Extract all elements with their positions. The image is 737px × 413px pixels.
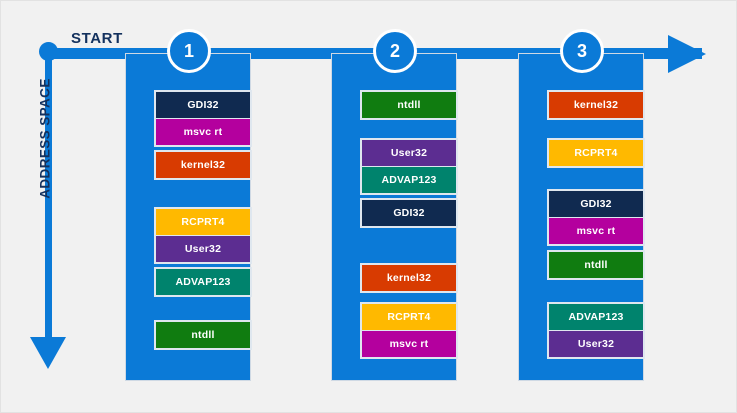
module-group: GDI32: [360, 198, 458, 228]
module-group: ntdll: [360, 90, 458, 120]
start-label: START: [71, 30, 123, 47]
module-group: RCPRT4: [547, 138, 645, 168]
address-space-label: ADDRESS SPACE: [37, 78, 53, 199]
module-block[interactable]: RCPRT4: [549, 140, 643, 166]
module-block[interactable]: ADVAP123: [156, 269, 250, 295]
module-block[interactable]: ADVAP123: [362, 166, 456, 193]
module-block[interactable]: msvc rt: [549, 217, 643, 244]
module-block[interactable]: User32: [156, 235, 250, 262]
module-block[interactable]: ntdll: [362, 92, 456, 118]
module-block[interactable]: msvc rt: [362, 330, 456, 357]
module-block[interactable]: ntdll: [549, 252, 643, 278]
module-group: ntdll: [547, 250, 645, 280]
module-block[interactable]: kernel32: [362, 265, 456, 291]
module-group: kernel32: [154, 150, 252, 180]
module-group: kernel32: [547, 90, 645, 120]
module-group: ADVAP123: [154, 267, 252, 297]
module-block[interactable]: GDI32: [549, 191, 643, 217]
address-space-down-arrow-icon: [30, 337, 66, 369]
module-block[interactable]: ADVAP123: [549, 304, 643, 330]
address-space-axis-line: [45, 49, 52, 341]
module-group: kernel32: [360, 263, 458, 293]
module-block[interactable]: ntdll: [156, 322, 250, 348]
timeline-right-arrow-icon: [668, 35, 706, 73]
module-block[interactable]: GDI32: [362, 200, 456, 226]
module-block[interactable]: RCPRT4: [156, 209, 250, 235]
step-badge-3: 3: [560, 29, 604, 73]
module-block[interactable]: User32: [362, 140, 456, 166]
module-block[interactable]: kernel32: [156, 152, 250, 178]
module-block[interactable]: kernel32: [549, 92, 643, 118]
step-badge-1: 1: [167, 29, 211, 73]
module-block[interactable]: msvc rt: [156, 118, 250, 145]
module-block[interactable]: User32: [549, 330, 643, 357]
module-block[interactable]: RCPRT4: [362, 304, 456, 330]
module-block[interactable]: GDI32: [156, 92, 250, 118]
module-group: ntdll: [154, 320, 252, 350]
step-badge-2: 2: [373, 29, 417, 73]
